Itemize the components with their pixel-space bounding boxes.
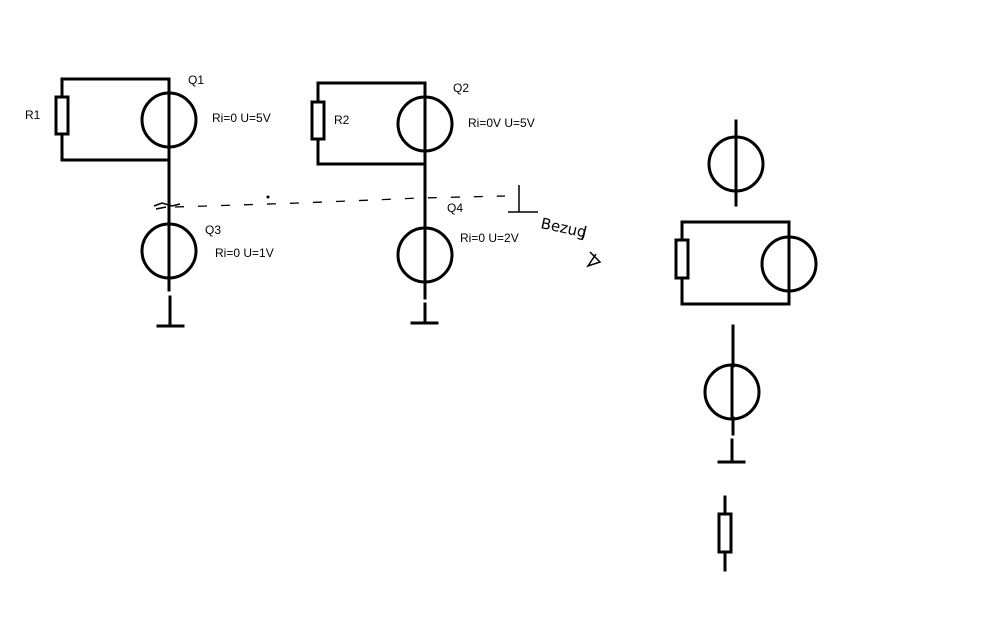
label-r2: R2 — [334, 113, 350, 127]
right-loop-wire — [680, 220, 791, 306]
label-r1: R1 — [25, 108, 41, 122]
middle-loop-wire — [316, 81, 427, 230]
voltage-source-icon — [140, 91, 198, 149]
label-q1: Q1 — [188, 73, 204, 87]
voltage-source-icon — [707, 119, 765, 207]
junction-scribble — [153, 202, 181, 210]
middle-circuit: R2 Q2 Ri=0V U=5V Q4 Ri=0 U=2V — [310, 81, 535, 325]
voltage-source-icon — [760, 235, 818, 293]
left-circuit: R1 Q1 Ri=0 U=5V Q3 Ri=0 U=1V — [25, 73, 274, 328]
voltage-source-icon — [140, 222, 198, 280]
resistor-icon — [54, 95, 70, 136]
resistor-icon — [717, 512, 733, 554]
label-q4: Q4 — [447, 201, 463, 215]
left-ground-wire — [167, 276, 172, 328]
label-q1-params: Ri=0 U=5V — [212, 111, 271, 125]
resistor-icon — [674, 238, 690, 280]
label-q3: Q3 — [205, 223, 221, 237]
label-q2: Q2 — [453, 81, 469, 95]
right-sketches — [674, 119, 818, 572]
reference-dot — [266, 195, 270, 199]
voltage-source-icon — [396, 95, 454, 153]
label-bezug: Bezug — [539, 214, 588, 241]
voltage-source-icon — [703, 363, 761, 421]
label-q2-params: Ri=0V U=5V — [468, 116, 535, 130]
left-loop-wire — [60, 77, 171, 227]
right-source-wire — [730, 324, 735, 464]
label-q3-params: Ri=0 U=1V — [215, 246, 274, 260]
voltage-source-icon — [396, 226, 454, 284]
resistor-icon — [310, 100, 326, 141]
reference-marker — [508, 185, 602, 268]
label-q4-params: Ri=0 U=2V — [460, 231, 519, 245]
